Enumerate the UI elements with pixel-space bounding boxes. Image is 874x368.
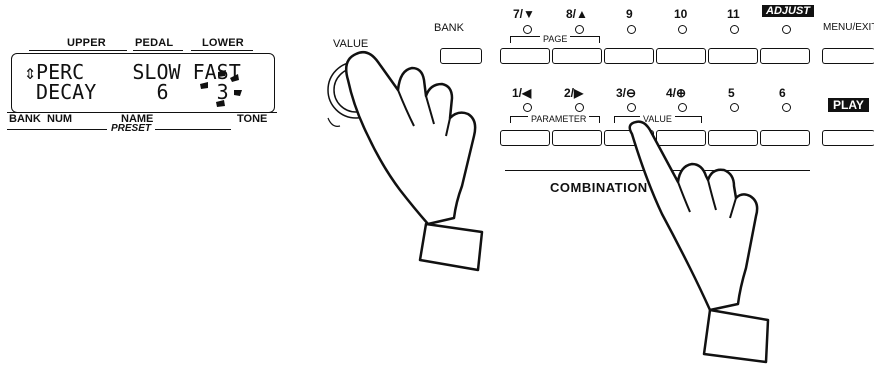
hand-turning-dial-icon [338, 40, 488, 290]
button-5-label: 5 [728, 86, 735, 100]
led-3 [627, 103, 636, 112]
menu-exit-label: MENU/EXIT [823, 22, 874, 33]
preset-rule-right [155, 129, 231, 130]
button-2-label: 2/▶ [564, 86, 583, 100]
button-9[interactable] [604, 48, 654, 64]
led-10 [678, 25, 687, 34]
led-adjust [782, 25, 791, 34]
play-label: PLAY [828, 98, 869, 112]
adjust-button[interactable] [760, 48, 810, 64]
led-11 [730, 25, 739, 34]
button-7-label: 7/▼ [513, 7, 535, 21]
button-10[interactable] [656, 48, 706, 64]
tab-pedal: PEDAL [135, 37, 173, 49]
page-label: PAGE [540, 34, 570, 44]
label-tone: TONE [237, 113, 267, 125]
led-4 [678, 103, 687, 112]
led-2 [575, 103, 584, 112]
tab-underline-lower [191, 50, 253, 51]
led-7 [523, 25, 532, 34]
button-11-label: 11 [727, 7, 740, 21]
bank-button-label: BANK [434, 22, 464, 34]
label-bank: BANK [9, 113, 41, 125]
tab-underline-upper [29, 50, 127, 51]
label-preset: PRESET [111, 123, 151, 134]
button-1[interactable] [500, 130, 550, 146]
parameter-label: PARAMETER [528, 114, 589, 124]
label-num: NUM [47, 113, 72, 125]
menu-exit-button[interactable] [822, 48, 874, 64]
tab-lower: LOWER [202, 37, 244, 49]
lcd-screen: ⇕PERC SLOW FAST DECAY 6 3 [11, 53, 275, 113]
button-8-label: 8/▲ [566, 7, 588, 21]
led-8 [575, 25, 584, 34]
button-1-label: 1/◀ [512, 86, 531, 100]
led-9 [627, 25, 636, 34]
preset-rule-left [7, 129, 107, 130]
lcd-display-panel: UPPER PEDAL LOWER ⇕PERC SLOW FAST DECAY … [5, 35, 279, 127]
button-9-label: 9 [626, 7, 633, 21]
led-5 [730, 103, 739, 112]
tab-underline-pedal [133, 50, 183, 51]
button-3-label: 3/⊖ [616, 86, 636, 100]
button-7[interactable] [500, 48, 550, 64]
adjust-label: ADJUST [762, 5, 814, 17]
button-2[interactable] [552, 130, 602, 146]
hand-pressing-button-icon [618, 118, 778, 368]
button-8[interactable] [552, 48, 602, 64]
button-6-label: 6 [779, 86, 786, 100]
button-11[interactable] [708, 48, 758, 64]
tab-upper: UPPER [67, 37, 106, 49]
button-10-label: 10 [674, 7, 687, 21]
led-6 [782, 103, 791, 112]
led-1 [523, 103, 532, 112]
blink-indicator-icon [192, 68, 252, 112]
button-4-label: 4/⊕ [666, 86, 686, 100]
play-button[interactable] [822, 130, 874, 146]
